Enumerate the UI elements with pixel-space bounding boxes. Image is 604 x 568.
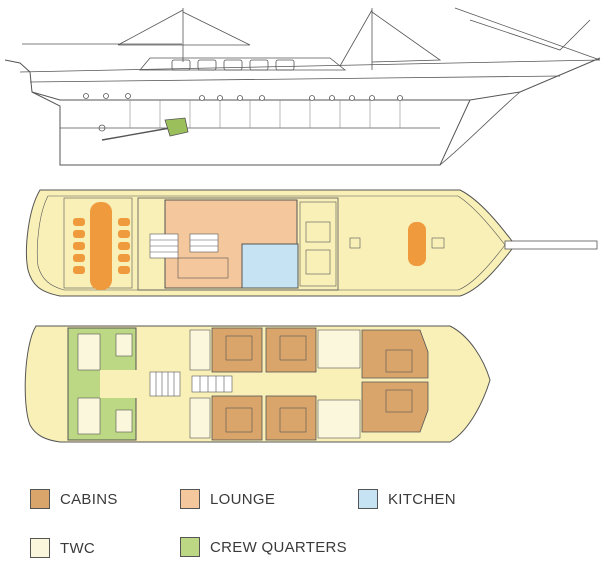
twc-swatch <box>30 538 50 558</box>
legend-item-twc: TWC <box>30 537 95 559</box>
legend-label-twc: TWC <box>60 539 96 557</box>
lower-deck <box>24 325 491 443</box>
main-deck <box>26 189 598 297</box>
legend-item-kitchen: KITCHEN <box>358 488 456 510</box>
legend-item-cabins: CABINS <box>30 488 118 510</box>
kitchen-swatch <box>358 489 378 509</box>
legend-label-kitchen: KITCHEN <box>388 490 456 508</box>
legend-label-lounge: LOUNGE <box>210 490 276 508</box>
lounge-swatch <box>180 489 200 509</box>
cabins-swatch <box>30 489 50 509</box>
side-profile <box>4 7 601 166</box>
legend-item-crew-quarters: CREW QUARTERS <box>180 536 347 558</box>
legend-item-lounge: LOUNGE <box>180 488 275 510</box>
crew-quarters-swatch <box>180 537 200 557</box>
yacht-deck-plan <box>4 7 601 443</box>
legend-label-crew-quarters: CREW QUARTERS <box>210 538 347 556</box>
legend-label-cabins: CABINS <box>60 490 118 508</box>
